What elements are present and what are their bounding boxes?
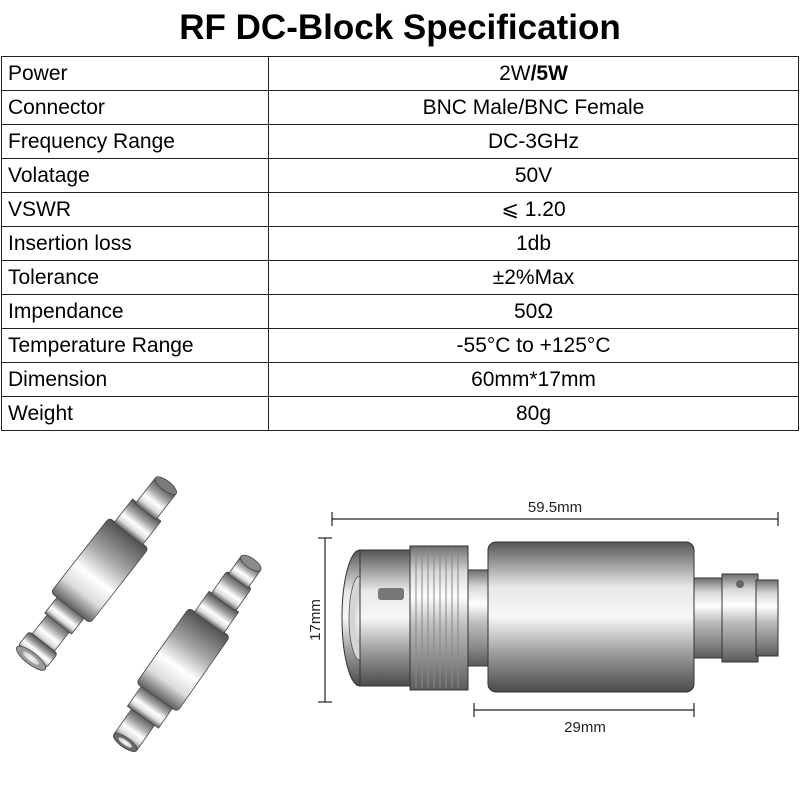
spec-row-voltage: Volatage 50V	[1, 158, 799, 193]
spec-value: 2W/5W	[268, 56, 799, 91]
spec-value: ±2%Max	[268, 260, 799, 295]
spec-row-frequency: Frequency Range DC-3GHz	[1, 124, 799, 159]
connector-photo-2	[112, 554, 262, 752]
length-label: 59.5mm	[528, 499, 582, 516]
spec-row-impedance: Impendance 50Ω	[1, 294, 799, 329]
spec-row-dimension: Dimension 60mm*17mm	[1, 362, 799, 397]
spec-value: -55°C to +125°C	[268, 328, 799, 363]
power-value-5w: /5W	[530, 61, 568, 85]
product-photos: 59.5mm 17mm	[15, 476, 779, 752]
spec-label: Dimension	[1, 362, 269, 397]
spec-row-vswr: VSWR ⩽ 1.20	[1, 192, 799, 227]
spec-row-power: Power 2W/5W	[1, 56, 799, 91]
power-value-2w: 2W	[499, 61, 531, 85]
spec-value: 50Ω	[268, 294, 799, 329]
page-title: RF DC-Block Specification	[179, 8, 621, 47]
spec-value: BNC Male/BNC Female	[268, 90, 799, 125]
spec-label: Connector	[1, 90, 269, 125]
spec-table: Power 2W/5W Connector BNC Male/BNC Femal…	[1, 56, 799, 431]
spec-label: VSWR	[1, 192, 269, 227]
spec-value: ⩽ 1.20	[268, 192, 799, 227]
spec-value: DC-3GHz	[268, 124, 799, 159]
spec-row-tolerance: Tolerance ±2%Max	[1, 260, 799, 295]
spec-value: 60mm*17mm	[268, 362, 799, 397]
spec-label: Tolerance	[1, 260, 269, 295]
body-length-label: 29mm	[564, 719, 606, 736]
spec-label: Frequency Range	[1, 124, 269, 159]
connector-photo-1	[15, 476, 177, 671]
dimension-diagram: 59.5mm 17mm	[307, 499, 779, 736]
spec-value: 50V	[268, 158, 799, 193]
spec-label: Power	[1, 56, 269, 91]
spec-label: Temperature Range	[1, 328, 269, 363]
spec-label: Weight	[1, 396, 269, 431]
spec-row-weight: Weight 80g	[1, 396, 799, 431]
spec-row-temperature: Temperature Range -55°C to +125°C	[1, 328, 799, 363]
spec-label: Insertion loss	[1, 226, 269, 261]
height-label: 17mm	[307, 599, 324, 641]
spec-value: 1db	[268, 226, 799, 261]
spec-row-connector: Connector BNC Male/BNC Female	[1, 90, 799, 125]
spec-label: Volatage	[1, 158, 269, 193]
spec-row-insertion-loss: Insertion loss 1db	[1, 226, 799, 261]
spec-value: 80g	[268, 396, 799, 431]
spec-label: Impendance	[1, 294, 269, 329]
